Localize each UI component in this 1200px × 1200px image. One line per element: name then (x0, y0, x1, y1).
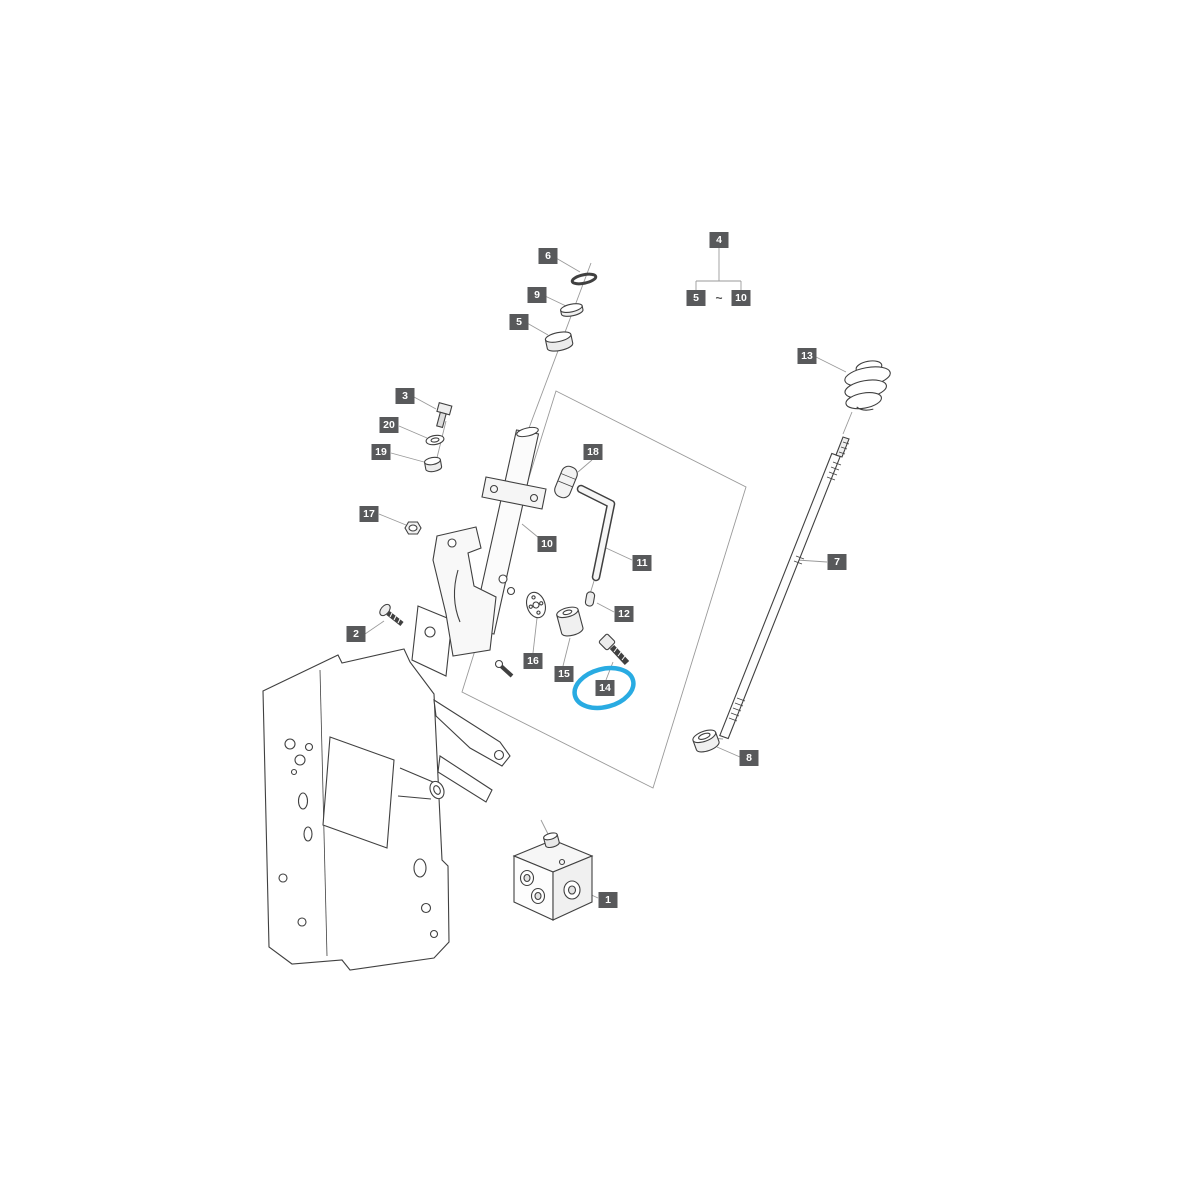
part-drawing-washer-20 (425, 434, 445, 446)
leader-lines (364, 248, 847, 899)
part-label-10[interactable]: 10 (537, 536, 557, 552)
part-label-13[interactable]: 13 (797, 348, 817, 364)
part-drawing-oring-6 (570, 272, 598, 286)
highlight-ellipse (572, 665, 636, 711)
part-label-5-range[interactable]: 5 (686, 290, 706, 306)
part-label-11[interactable]: 11 (632, 555, 652, 571)
part-drawing-bolt-3 (436, 402, 453, 429)
part-label-14[interactable]: 14 (595, 680, 615, 696)
part-drawing-steering-valve-1 (512, 832, 594, 921)
zone-outline (461, 390, 747, 789)
part-drawing-steering-column (432, 426, 547, 678)
part-drawing-coupler-15 (556, 606, 584, 637)
part-label-15[interactable]: 15 (554, 666, 574, 682)
part-drawing-nut-17 (404, 521, 422, 535)
part-drawing-steering-shaft-7 (719, 436, 850, 740)
part-drawing-spacer-19 (424, 456, 443, 473)
part-drawing-plate-16 (525, 591, 547, 619)
part-label-3[interactable]: 3 (395, 388, 415, 404)
part-label-7[interactable]: 7 (827, 554, 847, 570)
part-drawing-bolt-14 (598, 633, 630, 666)
part-label-19[interactable]: 19 (371, 444, 391, 460)
part-label-17[interactable]: 17 (359, 506, 379, 522)
part-drawing-washer-9 (560, 303, 584, 317)
part-drawing-hex-lever-11 (576, 484, 616, 582)
part-label-18[interactable]: 18 (583, 444, 603, 460)
part-drawing-frame (262, 605, 511, 971)
part-drawing-bushing-8 (692, 729, 720, 753)
part-label-1[interactable]: 1 (598, 892, 618, 908)
part-label-6[interactable]: 6 (538, 248, 558, 264)
part-label-2[interactable]: 2 (346, 626, 366, 642)
part-label-10-range[interactable]: 10 (731, 290, 751, 306)
part-label-9[interactable]: 9 (527, 287, 547, 303)
part-drawing-pin-12 (584, 591, 596, 607)
part-label-5[interactable]: 5 (509, 314, 529, 330)
part-label-4[interactable]: 4 (709, 232, 729, 248)
part-drawing-bolt-2 (379, 603, 404, 626)
part-drawing-bellows-13 (844, 360, 891, 411)
part-label-12[interactable]: 12 (614, 606, 634, 622)
part-drawing-grip-18 (554, 465, 578, 499)
part-label-20[interactable]: 20 (379, 417, 399, 433)
part-drawing-collar-5 (544, 331, 574, 352)
part-label-8[interactable]: 8 (739, 750, 759, 766)
part-label-16[interactable]: 16 (523, 653, 543, 669)
